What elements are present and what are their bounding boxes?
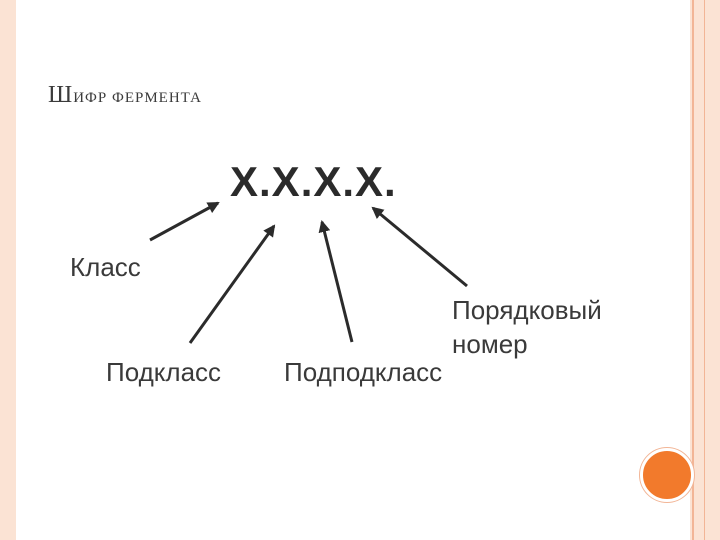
label-subclass: Подкласс [106, 357, 222, 387]
right-frame-line-thin [704, 0, 705, 540]
slide-title-initial: Ш [48, 82, 74, 108]
slide-title-rest: ИФР ФЕРМЕНТА [73, 90, 202, 106]
label-serial-line1: Порядковый [452, 295, 602, 325]
enzyme-code: X.X.X.X. [230, 158, 397, 205]
right-frame-line [692, 0, 694, 540]
left-frame-border [0, 0, 16, 540]
arrow-subsubclass [318, 220, 354, 343]
label-class: Класс [70, 252, 141, 282]
arrow-serial-number [371, 206, 468, 288]
arrow-subclass [188, 224, 276, 344]
label-subsubclass: Подподкласс [284, 357, 443, 387]
arrow-class [149, 201, 220, 242]
slide-title: ШИФР ФЕРМЕНТА [48, 82, 202, 109]
right-frame-border [690, 0, 720, 540]
label-serial-line2: номер [452, 329, 528, 359]
decorative-orange-circle [640, 448, 694, 502]
label-serial-number: Порядковый номер [452, 293, 602, 361]
